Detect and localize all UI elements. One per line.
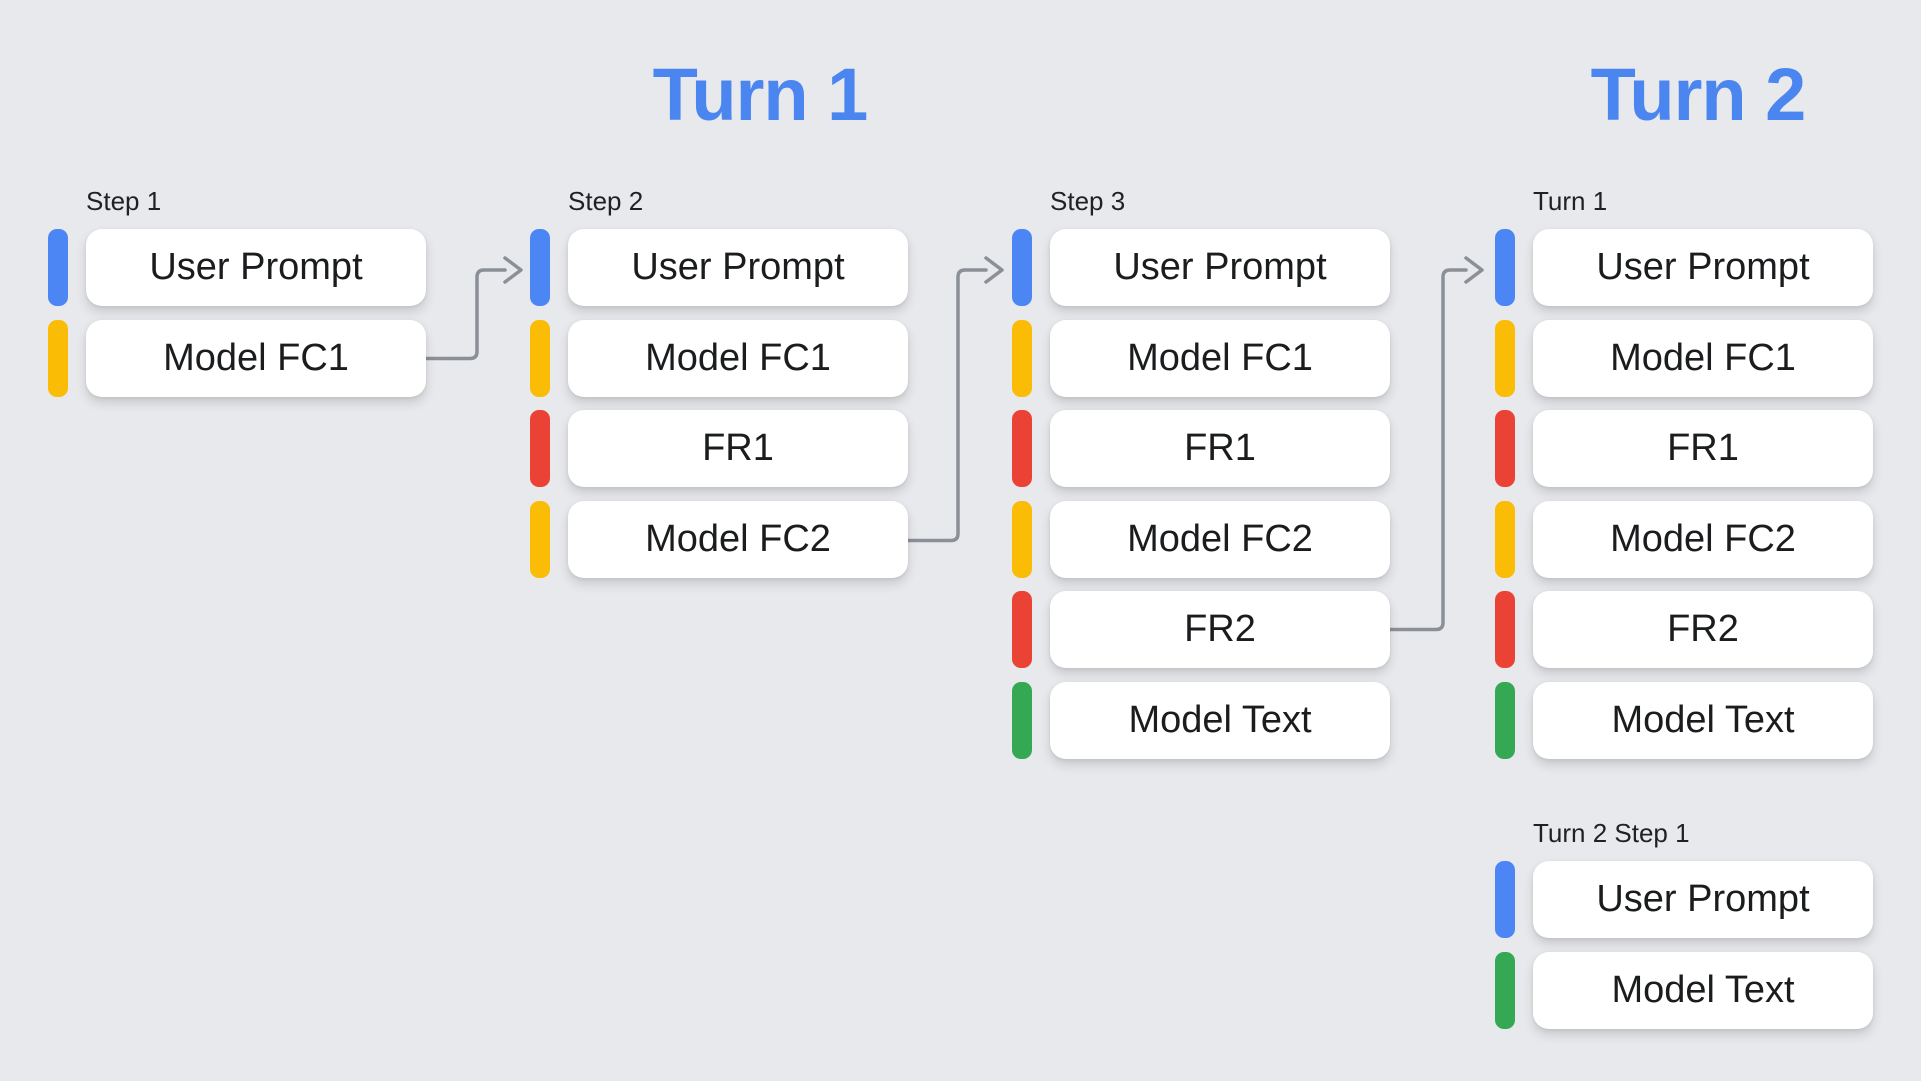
card-fr1: FR1 xyxy=(1533,410,1873,487)
model-function-call-color-bar xyxy=(1495,319,1515,397)
card-row-user-prompt: User Prompt xyxy=(1495,229,1873,306)
arrow-step3-to-turn1 xyxy=(1388,256,1484,632)
arrow-step1-to-step2 xyxy=(424,256,523,361)
model-text-color-bar xyxy=(1495,681,1515,759)
card-row-fr2: FR2 xyxy=(1495,591,1873,668)
card-row-user-prompt: User Prompt xyxy=(1012,229,1390,306)
card-row-fr1: FR1 xyxy=(1012,410,1390,487)
function-response-color-bar xyxy=(530,410,550,487)
card-row-fr1: FR1 xyxy=(530,410,908,487)
card-row-user-prompt: User Prompt xyxy=(48,229,426,306)
arrow-shaft xyxy=(424,268,507,361)
function-response-color-bar xyxy=(1495,410,1515,487)
user-prompt-color-bar xyxy=(48,229,68,306)
card-row-model-fc1: Model FC1 xyxy=(530,319,908,397)
card-row-model-fc1: Model FC1 xyxy=(48,319,426,397)
model-text-color-bar xyxy=(1495,951,1515,1029)
card-row-user-prompt: User Prompt xyxy=(1495,861,1873,938)
card-model-text: Model Text xyxy=(1533,951,1873,1029)
arrow-shaft xyxy=(906,268,988,543)
function-response-color-bar xyxy=(1012,410,1032,487)
arrow-shaft xyxy=(1388,268,1468,632)
card-user-prompt: User Prompt xyxy=(86,229,426,306)
turn-1-title: Turn 1 xyxy=(652,53,869,136)
model-text-color-bar xyxy=(1012,681,1032,759)
function-response-color-bar xyxy=(1012,591,1032,668)
card-row-model-fc1: Model FC1 xyxy=(1495,319,1873,397)
card-model-fc1: Model FC1 xyxy=(1050,319,1390,397)
card-row-model-text: Model Text xyxy=(1495,681,1873,759)
model-function-call-color-bar xyxy=(1012,319,1032,397)
column-label-turn-2-step-1: Turn 2 Step 1 xyxy=(1533,818,1690,848)
card-user-prompt: User Prompt xyxy=(1050,229,1390,306)
user-prompt-color-bar xyxy=(1495,229,1515,306)
card-model-text: Model Text xyxy=(1050,681,1390,759)
card-model-text: Model Text xyxy=(1533,681,1873,759)
card-row-fr2: FR2 xyxy=(1012,591,1390,668)
model-function-call-color-bar xyxy=(530,319,550,397)
card-model-fc2: Model FC2 xyxy=(1050,500,1390,578)
card-user-prompt: User Prompt xyxy=(1533,861,1873,938)
column-label-step-1: Step 1 xyxy=(86,186,162,216)
arrow-head-icon xyxy=(503,256,523,284)
card-row-model-fc2: Model FC2 xyxy=(530,500,908,578)
card-row-model-text: Model Text xyxy=(1495,951,1873,1029)
user-prompt-color-bar xyxy=(530,229,550,306)
card-fr2: FR2 xyxy=(1533,591,1873,668)
model-function-call-color-bar xyxy=(1495,500,1515,578)
card-row-user-prompt: User Prompt xyxy=(530,229,908,306)
card-row-model-fc1: Model FC1 xyxy=(1012,319,1390,397)
function-response-color-bar xyxy=(1495,591,1515,668)
user-prompt-color-bar xyxy=(1495,861,1515,938)
arrow-head-icon xyxy=(984,256,1004,284)
card-fr1: FR1 xyxy=(1050,410,1390,487)
card-fr1: FR1 xyxy=(568,410,908,487)
card-model-fc1: Model FC1 xyxy=(1533,319,1873,397)
user-prompt-color-bar xyxy=(1012,229,1032,306)
card-user-prompt: User Prompt xyxy=(1533,229,1873,306)
column-label-step-2: Step 2 xyxy=(568,186,644,216)
card-row-fr1: FR1 xyxy=(1495,410,1873,487)
arrow-step2-to-step3 xyxy=(906,256,1004,543)
card-row-model-fc2: Model FC2 xyxy=(1012,500,1390,578)
arrow-head-icon xyxy=(1464,256,1484,284)
model-function-call-color-bar xyxy=(48,319,68,397)
card-user-prompt: User Prompt xyxy=(568,229,908,306)
card-row-model-text: Model Text xyxy=(1012,681,1390,759)
model-function-call-color-bar xyxy=(1012,500,1032,578)
turn-2-title: Turn 2 xyxy=(1590,53,1807,136)
card-model-fc1: Model FC1 xyxy=(86,319,426,397)
card-model-fc2: Model FC2 xyxy=(1533,500,1873,578)
model-function-call-color-bar xyxy=(530,500,550,578)
card-model-fc1: Model FC1 xyxy=(568,319,908,397)
card-row-model-fc2: Model FC2 xyxy=(1495,500,1873,578)
column-label-turn-1: Turn 1 xyxy=(1533,186,1608,216)
column-label-step-3: Step 3 xyxy=(1050,186,1126,216)
card-model-fc2: Model FC2 xyxy=(568,500,908,578)
card-fr2: FR2 xyxy=(1050,591,1390,668)
